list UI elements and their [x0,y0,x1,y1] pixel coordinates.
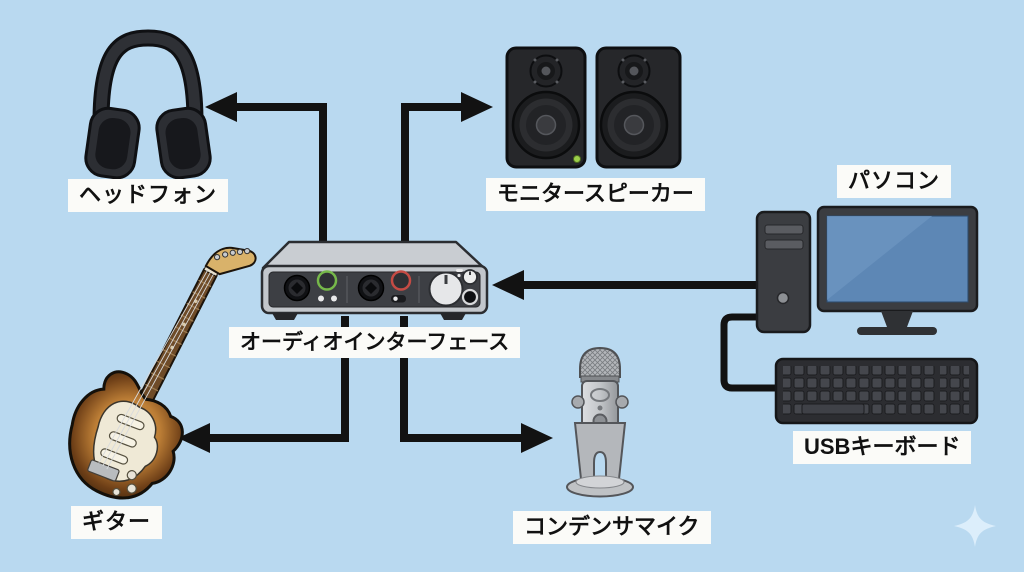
power-button [776,291,790,305]
gain-knob-1 [316,270,338,291]
headphone-knob [462,269,478,285]
sparkle-icon [954,505,996,547]
guitar-icon [68,246,257,500]
headphones-icon [84,29,212,180]
arrowhead-to-guitar [178,423,210,453]
arrowhead-to-interface [492,270,524,300]
speaker-power-led [573,155,581,163]
gain-knob-2 [390,270,412,291]
audio-interface-icon [260,240,489,320]
arrowhead-to-mic [521,423,553,453]
guitar-label: ギター [71,506,163,539]
arrow-interface-to-headphones [236,103,327,246]
condenser-mic-label: コンデンサマイク [513,511,711,544]
speaker-right [595,46,682,169]
pc-monitor [816,205,979,335]
monitor-stand-base [857,327,937,335]
headphone-jack [461,288,479,306]
speaker-left [505,46,587,169]
arrowhead-to-speakers [461,92,493,122]
monitor-speakers-label: モニタースピーカー [486,178,705,211]
usb-keyboard-label: USBキーボード [793,431,972,464]
monitor-speakers-icon [505,46,682,169]
monitor-stand-neck [881,311,913,327]
headphones-label: ヘッドフォン [68,179,229,212]
condenser-mic-icon [566,346,634,498]
spacebar [801,403,865,415]
arrowhead-to-headphones [205,92,237,122]
usb-keyboard-icon [774,357,979,425]
pc-tower [755,210,812,334]
arrow-interface-to-speakers [401,103,462,246]
pc-icon [755,205,979,335]
audio-interface-label: オーディオインターフェース [229,327,521,359]
monitor-knob [428,271,464,307]
pc-label: パソコン [837,165,952,198]
cable-pc-to-keyboard [720,313,780,392]
